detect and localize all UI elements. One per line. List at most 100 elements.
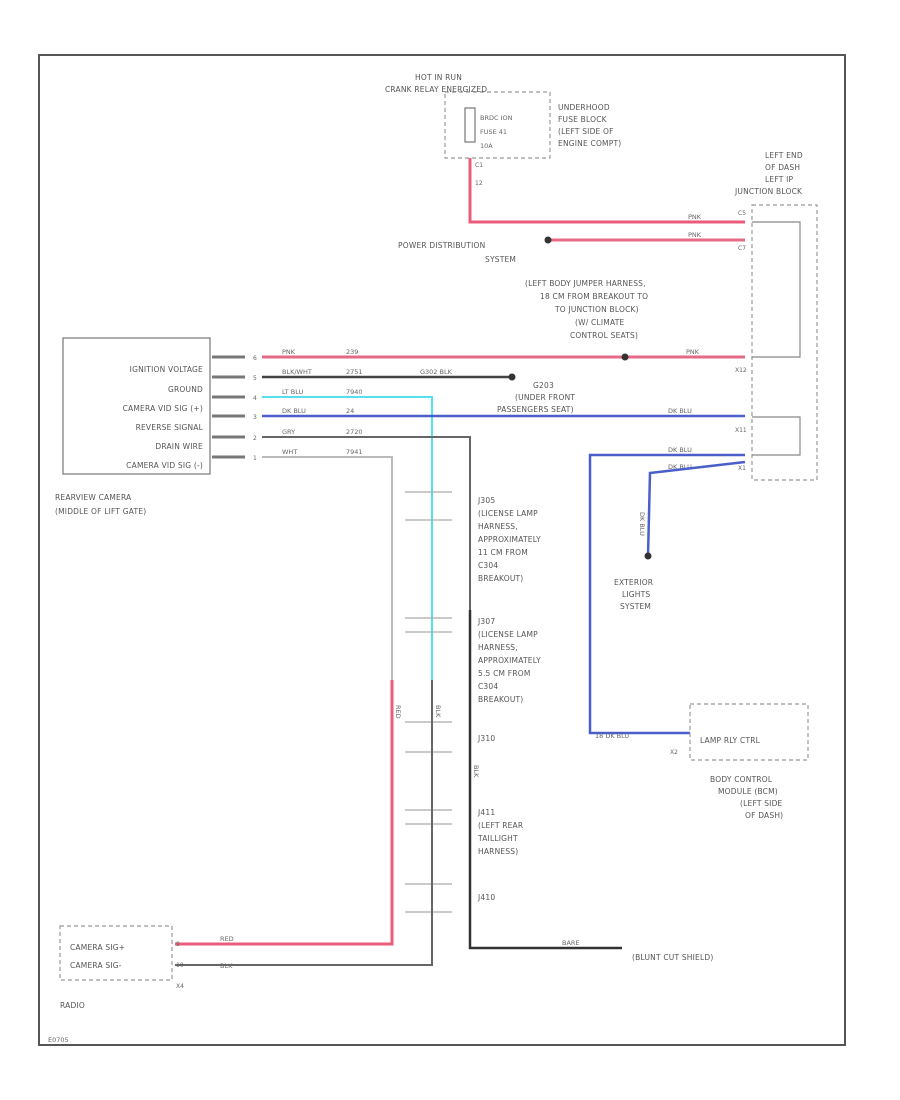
camera-pin-ignition: IGNITION VOLTAGE <box>130 365 203 374</box>
circuit-2720: 2720 <box>346 428 363 436</box>
ground-splice-label: G302 BLK <box>420 368 453 376</box>
camera-pin-ground: GROUND <box>168 385 203 394</box>
blk-wire-label: BLK <box>434 705 442 718</box>
jumper-label-3: TO JUNCTION BLOCK) <box>554 305 639 314</box>
bare-wire-label: BARE <box>562 939 580 947</box>
junction-label-1: LEFT END <box>765 151 803 160</box>
j411-marks <box>405 809 452 825</box>
camera-vid-minus-wire <box>262 456 393 680</box>
blunt-cut-shield-label: (BLUNT CUT SHIELD) <box>632 953 713 962</box>
pin-num-6: 6 <box>253 355 257 362</box>
radio-connector-x4: X4 <box>176 983 184 990</box>
j310-label: J310 <box>477 734 495 743</box>
bcm-wire-label: 18 DK BLU <box>595 732 629 740</box>
ground-point <box>508 373 516 381</box>
wire-color-wht: WHT <box>282 448 297 456</box>
g203-label: G203 <box>533 381 554 390</box>
junction-pin-x12: X12 <box>735 367 747 374</box>
exterior-wire-label: DK BLU <box>638 512 646 536</box>
junction-internal-bus-1 <box>752 221 801 358</box>
fuse-pin-number: 12 <box>475 180 483 187</box>
body-control-module: LAMP RLY CTRL X2 18 DK BLU BODY CONTROL … <box>595 703 809 820</box>
radio-pin-sig-minus: CAMERA SIG- <box>70 961 122 970</box>
circuit-24: 24 <box>346 407 354 415</box>
dkblu-label-3: DK BLU <box>668 463 692 471</box>
wire-color-ltblu: LT BLU <box>282 388 304 396</box>
radio-pin-10: 10 <box>176 962 184 969</box>
junction-pin-c5: C5 <box>738 210 746 217</box>
exterior-lights-label-3: SYSTEM <box>620 602 651 611</box>
ignition-splice <box>621 353 629 361</box>
junction-label-2: OF DASH <box>765 163 800 172</box>
fuse-name: BRDC ION <box>480 114 513 122</box>
junction-internal-bus-2 <box>752 416 801 456</box>
blk-radio-label: BLK <box>220 962 233 970</box>
j307-label: J307 <box>477 617 495 626</box>
crank-relay-label: CRANK RELAY ENERGIZED <box>385 85 487 94</box>
j411-desc-2: TAILLIGHT <box>477 834 518 843</box>
j307-desc-6: BREAKOUT) <box>478 695 523 704</box>
circuit-7940: 7940 <box>346 388 363 396</box>
bcm-pin-label: LAMP RLY CTRL <box>700 736 761 745</box>
g203-location-2: PASSENGERS SEAT) <box>497 405 574 414</box>
power-distribution-system-label: SYSTEM <box>485 255 516 264</box>
j305-desc-2: HARNESS, <box>478 522 518 531</box>
pnk-wire-label-2: PNK <box>688 231 702 239</box>
bcm-label-3: (LEFT SIDE <box>740 799 783 808</box>
j305-desc-4: 11 CM FROM <box>478 548 528 557</box>
underhood-label-2: FUSE BLOCK <box>558 115 608 124</box>
junction-label-4: JUNCTION BLOCK <box>734 187 803 196</box>
jumper-label-4: (W/ CLIMATE <box>575 318 624 327</box>
g203-location-1: (UNDER FRONT <box>515 393 575 402</box>
camera-vid-plus-wire <box>262 396 433 680</box>
harness-splices: J305 (LICENSE LAMP HARNESS, APPROXIMATEL… <box>405 491 713 962</box>
diagram-id: E0705 <box>48 1036 69 1044</box>
drain-wire <box>262 436 471 610</box>
blk-drain-label: BLK <box>472 765 480 778</box>
junction-pin-x1: X1 <box>738 465 746 472</box>
fuse-pin-connector: C1 <box>475 162 483 169</box>
bcm-pin-x2: X2 <box>670 749 678 756</box>
underhood-label-4: ENGINE COMPT) <box>558 139 621 148</box>
camera-connector-stubs: 6 5 4 3 2 1 <box>212 355 257 462</box>
red-radio-label: RED <box>220 935 234 943</box>
power-distribution-label: POWER DISTRIBUTION <box>398 241 485 250</box>
bcm-label-1: BODY CONTROL <box>710 775 773 784</box>
radio-sig-plus-wire <box>175 680 394 946</box>
wire-color-dkblu: DK BLU <box>282 407 306 415</box>
pin-num-3: 3 <box>253 414 257 421</box>
j411-desc-1: (LEFT REAR <box>478 821 523 830</box>
exterior-lights-point <box>644 552 652 560</box>
bcm-label-4: OF DASH) <box>745 811 783 820</box>
junction-pin-x11: X11 <box>735 427 747 434</box>
diagram-frame <box>38 54 846 1046</box>
junction-pin-c7: C7 <box>738 245 746 252</box>
pin-num-1: 1 <box>253 455 257 462</box>
circuit-239: 239 <box>346 348 358 356</box>
wire-color-pnk: PNK <box>282 348 296 356</box>
pin-num-5: 5 <box>253 375 257 382</box>
fuse-rating: 10A <box>480 142 493 150</box>
power-distribution-splice <box>544 236 552 244</box>
junction-label-3: LEFT IP <box>765 175 793 184</box>
pnk-junction-label: PNK <box>686 348 700 356</box>
bcm-lamp-relay-wire <box>588 453 745 735</box>
exterior-lights-wire <box>646 460 746 557</box>
j410-marks <box>405 883 452 913</box>
dkblu-label-2: DK BLU <box>668 446 692 454</box>
j307-desc-4: 5.5 CM FROM <box>478 669 531 678</box>
camera-pin-drain: DRAIN WIRE <box>155 442 203 451</box>
underhood-fuse-block: HOT IN RUN CRANK RELAY ENERGIZED BRDC IO… <box>385 73 621 187</box>
exterior-lights-label-2: LIGHTS <box>622 590 650 599</box>
j307-marks <box>405 617 452 633</box>
j410-label: J410 <box>477 893 495 902</box>
hot-in-run-label: HOT IN RUN <box>415 73 462 82</box>
camera-pin-vid-minus: CAMERA VID SIG (-) <box>126 461 203 470</box>
j305-marks <box>405 491 452 521</box>
red-wire-label: RED <box>394 705 402 719</box>
camera-location-label: (MIDDLE OF LIFT GATE) <box>55 507 146 516</box>
underhood-label-1: UNDERHOOD <box>558 103 610 112</box>
j307-desc-2: HARNESS, <box>478 643 518 652</box>
jumper-label-1: (LEFT BODY JUMPER HARNESS, <box>525 279 646 288</box>
radio-pin-9: 9 <box>176 941 180 948</box>
